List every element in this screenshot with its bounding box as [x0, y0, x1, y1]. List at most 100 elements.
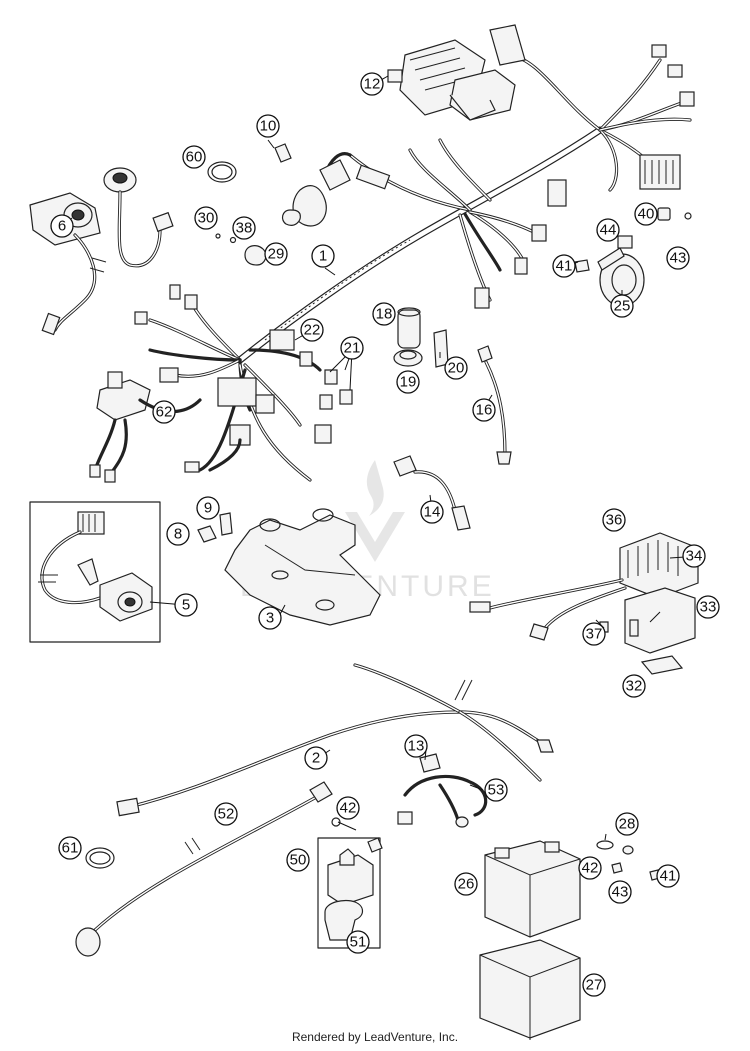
- callout-16: 16: [472, 398, 496, 422]
- center-right-parts: [393, 307, 512, 531]
- svg-text:1: 1: [319, 248, 327, 265]
- callout-61: 61: [58, 836, 82, 860]
- svg-text:14: 14: [424, 504, 441, 521]
- callout-44: 44: [596, 218, 620, 242]
- callout-53: 53: [484, 778, 508, 802]
- svg-text:36: 36: [606, 512, 623, 529]
- svg-text:42: 42: [582, 860, 599, 877]
- svg-text:43: 43: [670, 250, 687, 267]
- svg-text:26: 26: [458, 876, 475, 893]
- callout-12: 12: [360, 72, 384, 96]
- svg-text:12: 12: [364, 76, 381, 93]
- svg-text:61: 61: [62, 840, 79, 857]
- callout-33: 33: [696, 595, 720, 619]
- svg-text:29: 29: [268, 246, 285, 263]
- callout-25: 25: [610, 294, 634, 318]
- detail-frame: [29, 501, 161, 643]
- callout-29: 29: [264, 242, 288, 266]
- callout-18: 18: [372, 302, 396, 326]
- starter-relay: [317, 837, 383, 949]
- callout-8: 8: [166, 522, 190, 546]
- svg-text:62: 62: [156, 404, 173, 421]
- callout-21: 21: [340, 336, 364, 360]
- callout-30: 30: [194, 206, 218, 230]
- svg-text:25: 25: [614, 298, 631, 315]
- secondary-harness: [116, 663, 554, 817]
- callout-34: 34: [682, 544, 706, 568]
- horn-and-fasteners: [574, 207, 692, 307]
- callout-20: 20: [444, 356, 468, 380]
- svg-text:50: 50: [290, 852, 307, 869]
- svg-text:2: 2: [312, 750, 320, 767]
- callout-2: 2: [304, 746, 328, 770]
- svg-text:16: 16: [476, 402, 493, 419]
- svg-text:51: 51: [350, 934, 367, 951]
- svg-text:8: 8: [174, 526, 182, 543]
- handlebar-switch-left: [29, 192, 107, 336]
- callout-40: 40: [634, 202, 658, 226]
- svg-text:60: 60: [186, 149, 203, 166]
- callout-10: 10: [256, 114, 280, 138]
- svg-text:52: 52: [218, 806, 235, 823]
- callout-6: 6: [50, 214, 74, 238]
- callout-27: 27: [582, 973, 606, 997]
- callout-42-mid: 42: [336, 796, 360, 820]
- fuse-box: [639, 154, 681, 190]
- sensor-cable-a: [103, 143, 292, 268]
- svg-text:43: 43: [612, 884, 629, 901]
- callout-38: 38: [232, 216, 256, 240]
- svg-text:41: 41: [556, 258, 573, 275]
- svg-text:37: 37: [586, 626, 603, 643]
- callout-14: 14: [420, 500, 444, 524]
- mounting-bracket: [224, 508, 381, 626]
- callout-50: 50: [286, 848, 310, 872]
- callout-5: 5: [174, 593, 198, 617]
- connector: [679, 91, 695, 107]
- relay-and-cable: [397, 753, 488, 828]
- svg-text:27: 27: [586, 977, 603, 994]
- svg-text:53: 53: [488, 782, 505, 799]
- svg-text:20: 20: [448, 360, 465, 377]
- callout-42-bottom: 42: [578, 856, 602, 880]
- svg-text:34: 34: [686, 548, 703, 565]
- voltage-regulator: [469, 521, 699, 675]
- svg-text:6: 6: [58, 218, 66, 235]
- svg-text:38: 38: [236, 220, 253, 237]
- svg-text:33: 33: [700, 599, 717, 616]
- callout-60: 60: [182, 145, 206, 169]
- svg-text:9: 9: [204, 500, 212, 517]
- svg-text:28: 28: [619, 816, 636, 833]
- svg-text:44: 44: [600, 222, 617, 239]
- callout-43-top: 43: [666, 246, 690, 270]
- left-connector-cluster: [89, 284, 353, 483]
- callout-19: 19: [396, 370, 420, 394]
- callout-13: 13: [404, 734, 428, 758]
- svg-text:21: 21: [344, 340, 361, 357]
- connector: [667, 64, 683, 78]
- relay-block: [387, 24, 526, 121]
- callout-37: 37: [582, 622, 606, 646]
- svg-text:32: 32: [626, 678, 643, 695]
- callout-28: 28: [615, 812, 639, 836]
- connector: [474, 287, 490, 309]
- svg-text:42: 42: [340, 800, 357, 817]
- svg-text:22: 22: [304, 322, 321, 339]
- svg-text:41: 41: [660, 868, 677, 885]
- callout-3: 3: [258, 606, 282, 630]
- svg-text:10: 10: [260, 118, 277, 135]
- svg-text:3: 3: [266, 610, 274, 627]
- callout-22: 22: [300, 318, 324, 342]
- callout-32: 32: [622, 674, 646, 698]
- svg-text:30: 30: [198, 210, 215, 227]
- svg-text:13: 13: [408, 738, 425, 755]
- callout-62: 62: [152, 400, 176, 424]
- callout-41-top: 41: [552, 254, 576, 278]
- svg-text:5: 5: [182, 597, 190, 614]
- connector: [547, 179, 567, 207]
- callout-52: 52: [214, 802, 238, 826]
- callout-36: 36: [602, 508, 626, 532]
- small-parts-top: [207, 161, 301, 266]
- callout-51: 51: [346, 930, 370, 954]
- battery-cable: [75, 781, 341, 957]
